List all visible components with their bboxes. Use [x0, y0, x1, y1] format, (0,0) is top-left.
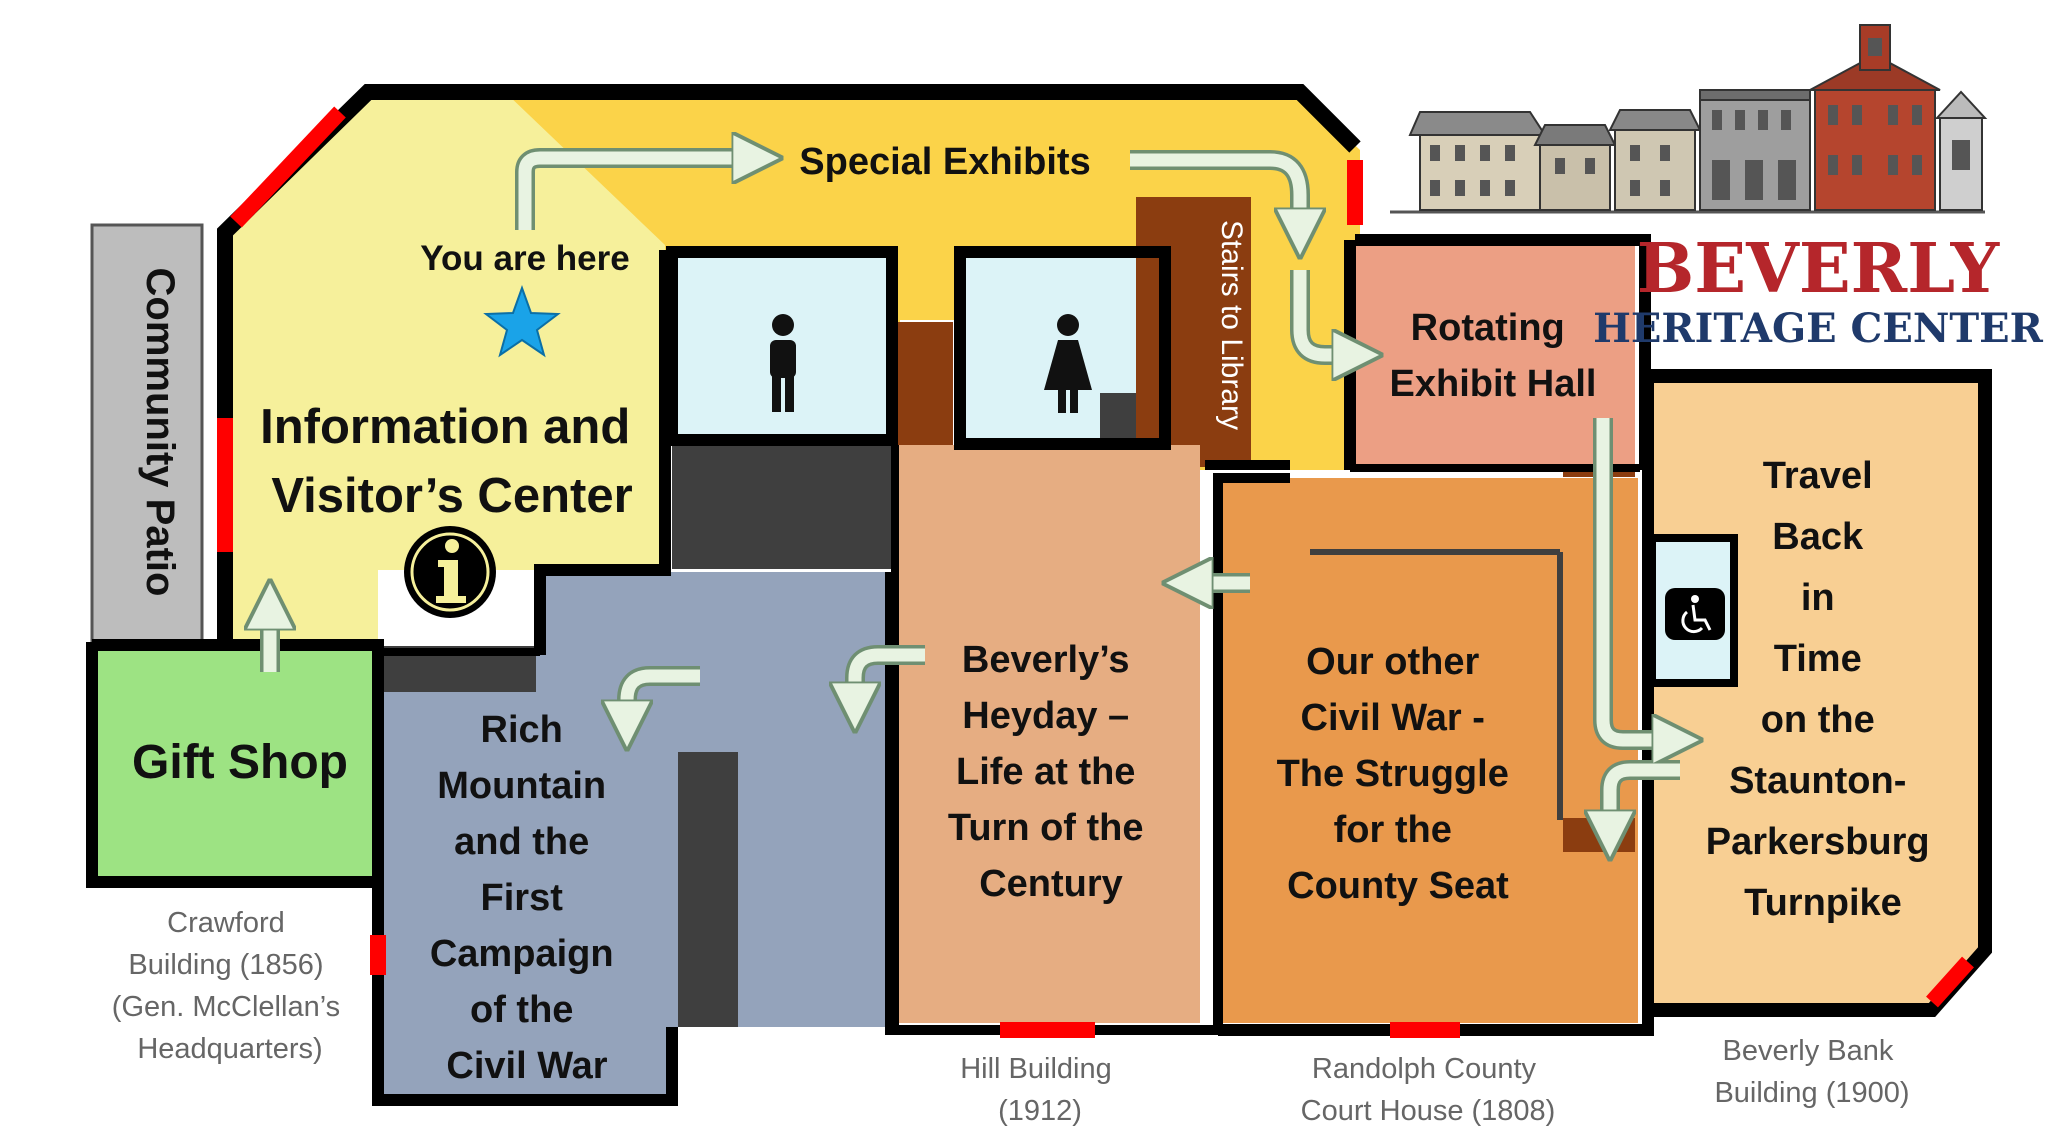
info-icon — [404, 526, 496, 618]
rich-mountain-label-line: and the — [454, 821, 589, 863]
caption-line: Building (1900) — [1714, 1077, 1909, 1109]
rich-mountain-label-line: Mountain — [437, 765, 606, 807]
route-arrow-icon — [1610, 763, 1680, 838]
caption-line: (Gen. McClellan’s — [112, 991, 340, 1023]
civil-war-brown-2 — [1563, 818, 1635, 852]
restroom-utility-dark — [672, 445, 894, 569]
travel-back-label-line: Travel — [1763, 455, 1873, 497]
rich-mountain-label-line: Rich — [481, 709, 563, 751]
crawford-building-caption: Crawford Building (1856) (Gen. McClellan… — [112, 907, 348, 1065]
civil-war-label-line: Our other — [1306, 641, 1479, 683]
heyday-label: Beverly’s Heyday – Life at the Turn of t… — [948, 639, 1154, 905]
civil-war-label-line: for the — [1334, 809, 1452, 851]
gift-shop-label: Gift Shop — [132, 736, 348, 789]
route-arrow-icon — [627, 669, 700, 728]
rotating-hall-area — [1350, 245, 1635, 465]
route-arrow-icon — [1293, 270, 1360, 355]
caption-line: Hill Building — [960, 1053, 1112, 1085]
heyday-label-line: Heyday – — [962, 695, 1129, 737]
rotating-hall-label-line: Exhibit Hall — [1390, 363, 1597, 405]
heyday-label-line: Century — [979, 863, 1123, 905]
logo-line-2: HERITAGE CENTER — [1593, 305, 2044, 352]
civil-war-label-line: The Struggle — [1277, 753, 1509, 795]
caption-line: Beverly Bank — [1723, 1035, 1894, 1067]
travel-back-label-line: on the — [1761, 699, 1875, 741]
travel-back-label-line: Back — [1772, 516, 1864, 558]
rich-mountain-label-line: First — [481, 877, 564, 919]
townscape-illustration — [1390, 24, 1988, 214]
rotating-hall-label-line: Rotating — [1411, 307, 1565, 349]
heyday-label-line: Life at the — [956, 751, 1135, 793]
civil-war-area — [1218, 478, 1638, 1023]
civil-war-label: Our other Civil War - The Struggle for t… — [1277, 641, 1520, 907]
you-are-here-label: You are here — [420, 239, 629, 278]
travel-back-label-line: Turnpike — [1744, 882, 1902, 924]
visitor-center-label-line: Information and — [260, 400, 630, 454]
star-icon — [483, 285, 561, 358]
heyday-area — [895, 445, 1200, 1023]
community-patio-area — [90, 223, 204, 645]
caption-line: Randolph County — [1312, 1053, 1537, 1085]
logo-line-1: BEVERLY — [1637, 229, 2001, 309]
heyday-label-line: Beverly’s — [962, 639, 1130, 681]
doors — [217, 106, 1974, 1038]
heyday-label-line: Turn of the — [948, 807, 1144, 849]
courthouse-caption: Randolph County Court House (1808) — [1301, 1053, 1556, 1127]
rich-mountain-label: Rich Mountain and the First Campaign of … — [430, 709, 624, 1087]
travel-back-label-line: Staunton- — [1729, 760, 1906, 802]
beverly-heritage-center-logo: BEVERLY HERITAGE CENTER — [1593, 229, 2044, 352]
travel-back-label: Travel Back in Time on the Staunton- Par… — [1706, 455, 1940, 924]
caption-line: (1912) — [998, 1095, 1082, 1127]
special-exhibits-label: Special Exhibits — [799, 141, 1090, 183]
stairs-label: Stairs to Library — [1215, 220, 1248, 430]
travel-back-label-line: Time — [1774, 638, 1862, 680]
walls — [86, 84, 1992, 1106]
rich-mountain-label-line: of the — [470, 989, 573, 1031]
route-arrows — [270, 158, 1680, 838]
rotating-hall-label: Rotating Exhibit Hall — [1390, 307, 1597, 405]
route-arrow-icon — [1130, 153, 1300, 236]
visitor-center-label-line: Visitor’s Center — [271, 469, 632, 523]
bank-building-caption: Beverly Bank Building (1900) — [1714, 1035, 1909, 1109]
mens-restroom-icon — [770, 314, 796, 412]
visitor-center-area — [225, 92, 665, 640]
civil-war-label-line: Civil War - — [1301, 697, 1485, 739]
caption-line: Crawford — [167, 907, 285, 939]
wheelchair-icon — [1665, 588, 1725, 640]
caption-line: Building (1856) — [128, 949, 323, 981]
rich-mountain-dark-strip — [678, 752, 738, 1027]
community-patio-label: Community Patio — [138, 268, 182, 597]
rich-mountain-label-line: Civil War — [446, 1045, 607, 1087]
rich-mountain-area — [380, 572, 890, 1100]
hill-building-caption: Hill Building (1912) — [960, 1053, 1120, 1127]
caption-line: Court House (1808) — [1301, 1095, 1556, 1127]
stairs-area — [1136, 197, 1251, 467]
gift-shop-area — [96, 645, 378, 877]
rich-mountain-label-line: Campaign — [430, 933, 614, 975]
caption-line: Headquarters) — [137, 1033, 322, 1065]
civil-war-label-line: County Seat — [1287, 865, 1509, 907]
visitor-center-label: Information and Visitor’s Center — [260, 400, 644, 523]
travel-back-label-line: Parkersburg — [1706, 821, 1930, 863]
route-arrow-icon — [518, 158, 760, 230]
route-arrow-icon — [855, 648, 925, 710]
route-arrow-icon — [1596, 418, 1680, 740]
travel-back-label-line: in — [1801, 577, 1835, 619]
womens-restroom-icon — [1044, 314, 1092, 413]
